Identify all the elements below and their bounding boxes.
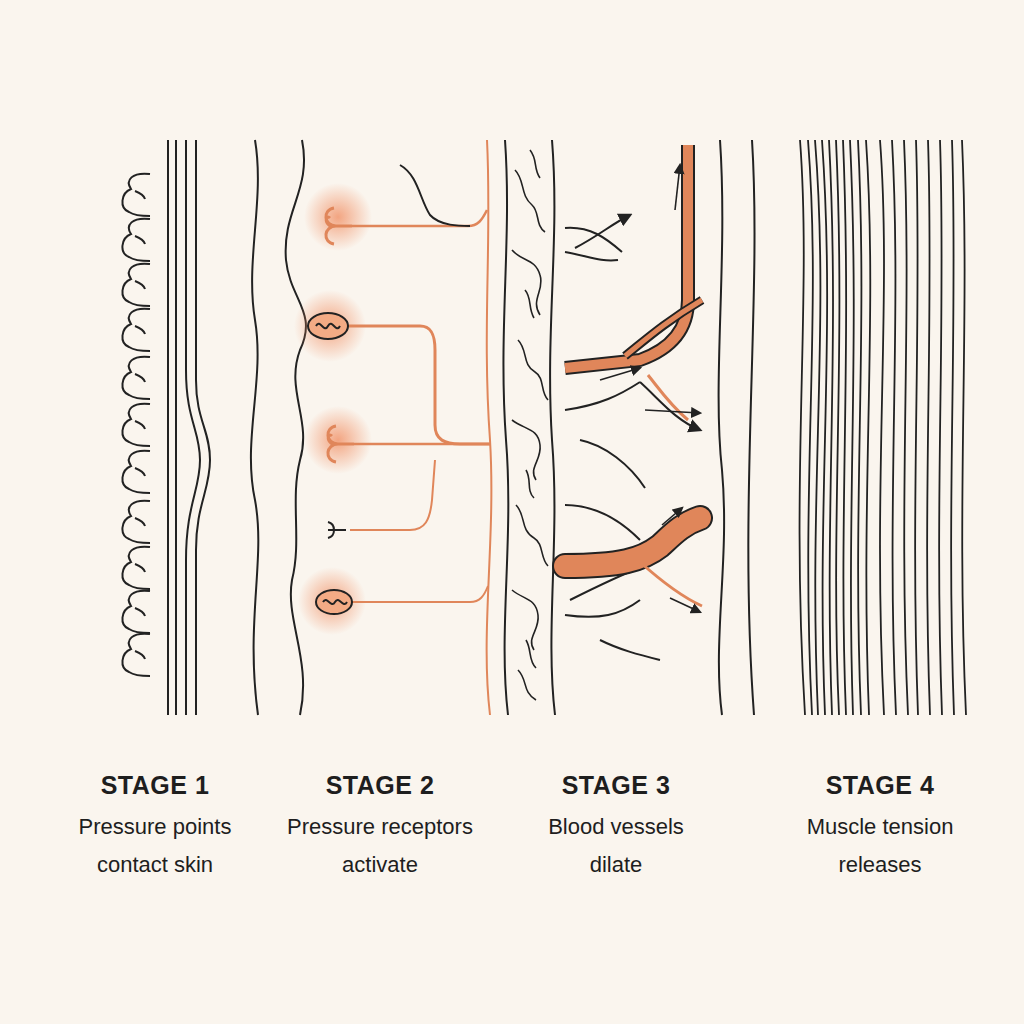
stage-caption: Muscle tension releases (795, 808, 965, 884)
stage-heading: STAGE 4 (780, 770, 980, 800)
stage-3-vessels (565, 140, 724, 715)
stage-1-skin (122, 140, 210, 715)
stage-4-muscle (748, 140, 966, 715)
stage-2-receptors (251, 140, 491, 715)
stage-caption: Pressure points contact skin (53, 808, 258, 884)
stage-caption: Blood vessels dilate (541, 808, 691, 884)
stage-caption: Pressure receptors activate (273, 808, 488, 884)
stage-heading: STAGE 2 (270, 770, 490, 800)
stage-heading: STAGE 3 (516, 770, 716, 800)
stage-heading: STAGE 1 (45, 770, 265, 800)
tissue-layer (503, 140, 555, 715)
